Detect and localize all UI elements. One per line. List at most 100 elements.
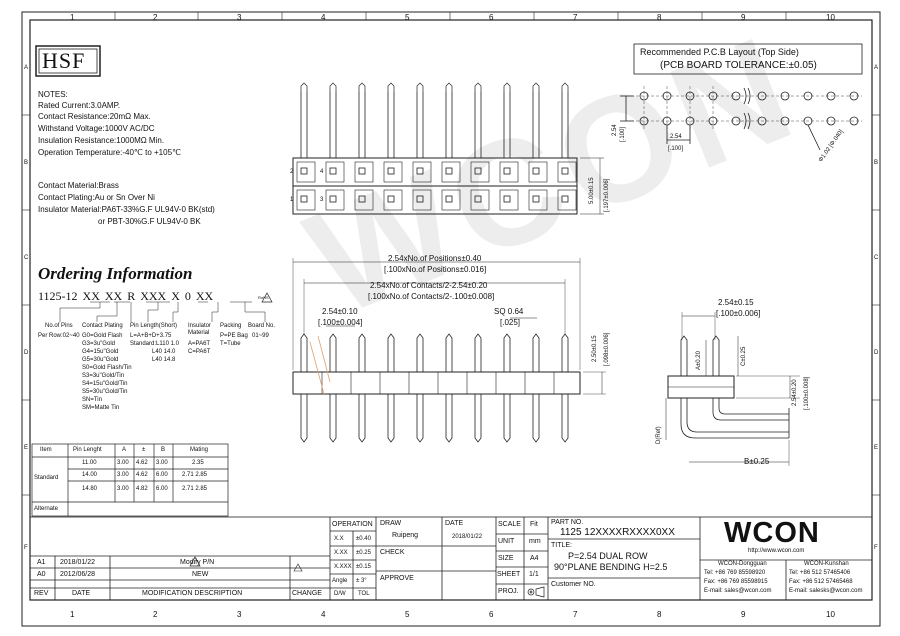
- border-letter: D: [874, 350, 879, 356]
- tb-tol-key: Angle: [332, 578, 348, 584]
- tb-customer: Customer NO.: [551, 581, 596, 588]
- rev-date: 2012/06/28: [60, 571, 96, 578]
- dim-2-50: 2.50±0.15: [592, 335, 598, 362]
- pin-table-header: Item: [40, 447, 52, 453]
- company-web: http://www.wcon.com: [748, 548, 805, 554]
- tb-check: CHECK: [380, 549, 405, 556]
- pin-table-cell: 2.35: [192, 460, 204, 466]
- field-label: Contact Plating: [82, 323, 123, 329]
- dim-5-00-inch: [.197±0.006]: [604, 178, 610, 212]
- pin-table-cell: 4.62: [136, 472, 148, 478]
- projection-symbol: [527, 586, 545, 598]
- rev-header: REV: [34, 590, 49, 597]
- title-block-grid: [29, 516, 873, 601]
- note-line: Rated Current:3.0AMP.: [38, 101, 121, 110]
- ordering-detail: S3=3u"Gold/Tin: [82, 373, 125, 379]
- pcb-hole-grid: [620, 86, 862, 151]
- dongguan-tel: Tel: +86 769 85598920: [704, 570, 766, 576]
- tb-date-label: DATE: [445, 520, 464, 527]
- pin-table-header: ±: [142, 447, 146, 453]
- border-number: 8: [657, 13, 662, 22]
- dim-c: C±0.25: [741, 346, 747, 366]
- border-letter: C: [24, 255, 29, 261]
- border-number: 6: [489, 13, 494, 22]
- ordering-detail: G4=15u"Gold: [82, 349, 119, 355]
- border-letter: F: [24, 545, 28, 551]
- tb-draw: DRAW: [380, 520, 402, 527]
- pcb-dim: [.100]: [668, 146, 684, 152]
- tb-part-no-label: PART NO.: [551, 519, 584, 526]
- rev-number: A1: [37, 559, 46, 566]
- tb-unit: mm: [529, 538, 541, 545]
- pcb-dim: [.100]: [620, 126, 626, 142]
- pin-length-detail: Standard:L110 1.0: [130, 341, 179, 347]
- tb-draw-date: 2018/01/22: [452, 534, 483, 540]
- pin-table-cell: 14.80: [82, 486, 98, 492]
- border-number: 5: [405, 13, 410, 22]
- rev-desc: NEW: [192, 571, 209, 578]
- pcb-title: Recommended P.C.B Layout (Top Side): [640, 47, 799, 57]
- pin-table-cell: 6.00: [156, 486, 168, 492]
- pin-table-cell: 4.82: [136, 486, 148, 492]
- tb-change: CHANGE: [292, 590, 322, 597]
- material-line: or PBT-30%G.F UL94V-0 BK: [98, 217, 201, 226]
- wcon-logo: WCON: [724, 517, 820, 549]
- dongguan-mail: E-mail: sales@wcon.com: [704, 588, 772, 594]
- material-line: Insulator Material:PA6T-33%G.F UL94V-0 B…: [38, 205, 215, 214]
- pin-number: 2: [290, 169, 294, 175]
- board-detail: 01~99: [252, 333, 269, 339]
- kunshan-tel: Tel: +86 512 57465406: [789, 570, 851, 576]
- ordering-detail: S5=30u"Gold/Tin: [82, 389, 128, 395]
- dim-positions-inch: [.100xNo.of Positions±0.016]: [384, 265, 487, 274]
- tb-tol-val: ±0.40: [356, 536, 371, 542]
- rev-date: 2018/01/22: [60, 559, 96, 566]
- note-line: Withstand Voltage:1000V AC/DC: [38, 124, 155, 133]
- dim-side-2-54: 2.54±0.20: [792, 379, 798, 406]
- pin-table-grid: [31, 443, 229, 517]
- pin-table-header: B: [161, 447, 166, 453]
- ordering-detail: Per Row:02~40: [38, 333, 80, 339]
- top-view-connector: [292, 82, 604, 215]
- insulator-detail: A=PA6T: [188, 341, 211, 347]
- dim-positions: 2.54xNo.of Positions±0.40: [388, 254, 482, 263]
- tb-dw: D/W: [334, 591, 346, 597]
- tb-tol-key: X.XX: [334, 550, 348, 556]
- dim-side-pitch: 2.54±0.15: [718, 298, 754, 307]
- ordering-detail: G0=Gold Flash: [82, 333, 123, 339]
- ordering-leader-lines: [59, 301, 266, 322]
- border-number: 10: [826, 13, 835, 22]
- tb-scale: Fit: [530, 521, 538, 528]
- border-letter: E: [24, 445, 29, 451]
- border-letter: A: [24, 65, 29, 71]
- rev-header: DATE: [72, 590, 91, 597]
- dim-contacts: 2.54xNo.of Contacts/2-2.54±0.20: [370, 281, 488, 290]
- packing-detail: P=PE Bag: [220, 333, 248, 339]
- dongguan-title: WCON-Dongguan: [718, 561, 767, 567]
- dim-side-2-54-inch: [.100±0.008]: [804, 376, 810, 410]
- note-line: Operation Temperature:-40℃ to +105℃: [38, 148, 182, 157]
- tb-tol-key: X.XXX: [334, 564, 352, 570]
- pin-length-detail: L40 14.8: [152, 357, 176, 363]
- kunshan-mail: E-mail: salesks@wcon.com: [789, 588, 863, 594]
- pin-table-cell: 3.00: [117, 460, 129, 466]
- border-letter: F: [874, 545, 878, 551]
- field-label: Packing: [220, 323, 242, 329]
- rev-header: MODIFICATION DESCRIPTION: [142, 590, 243, 597]
- rohs-label: RoHS: [258, 295, 269, 300]
- material-line: Contact Plating:Au or Sn Over Ni: [38, 193, 155, 202]
- border-letter: D: [24, 350, 29, 356]
- tb-sheet-label: SHEET: [497, 571, 521, 578]
- pin-table-header: Pin Lenght: [73, 447, 102, 453]
- tb-tol: TOL: [358, 591, 370, 597]
- border-number: 3: [237, 610, 242, 619]
- dim-d: D(Ref): [656, 426, 662, 444]
- field-label: Insulator Material: [188, 323, 212, 336]
- border-number: 4: [321, 610, 326, 619]
- insulator-detail: C=PA6T: [188, 349, 211, 355]
- notes-title: NOTES:: [38, 90, 68, 99]
- pin-length-detail: L40 14.0: [152, 349, 176, 355]
- dim-side-pitch-inch: [.100±0.006]: [716, 309, 761, 318]
- hsf-logo: HSF: [42, 48, 86, 73]
- tb-tol-val: ±0.15: [356, 564, 371, 570]
